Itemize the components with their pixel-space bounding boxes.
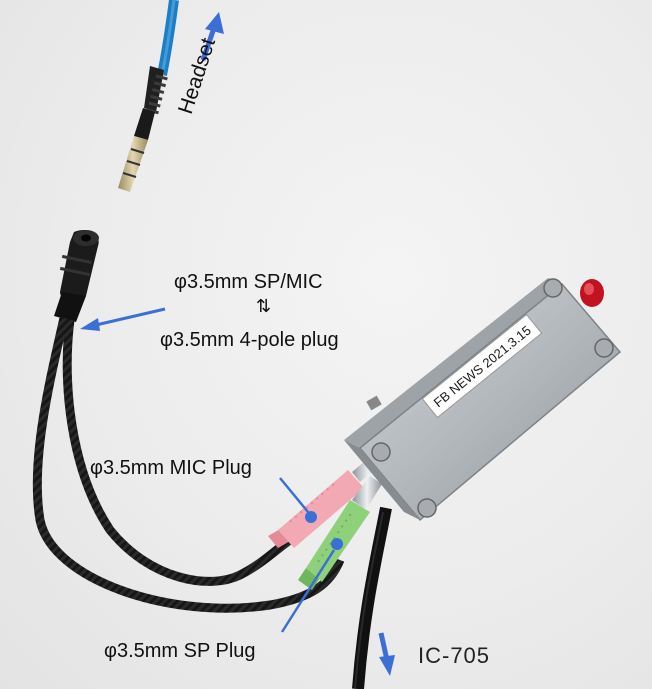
mic-pointer [279,477,317,523]
sp-pointer [280,538,343,633]
interface-box: FB NEWS 2021.3.15 [344,278,622,522]
box-label-sticker [421,313,543,419]
y-cable [32,317,345,613]
red-button [580,279,604,307]
arrow-down-icon [378,632,395,676]
rig-label: IC-705 [418,643,491,668]
arrow-left-icon [80,307,166,331]
spmic-label: φ3.5mm SP/MIC [174,271,323,293]
headset-plug [118,108,155,192]
sp-plug-label: φ3.5mm SP Plug [104,640,256,662]
box-screw [371,278,614,518]
conversion-arrows-icon: ⇅ [256,296,272,317]
mic-plug-label: φ3.5mm MIC Plug [90,457,252,479]
headset-jack [54,229,99,322]
rig-cable [352,506,392,689]
side-switch [366,395,382,411]
headset-cable [144,0,179,116]
arrow-up-right-icon [200,12,224,61]
four-pole-plug-label: φ3.5mm 4-pole plug [160,329,339,351]
